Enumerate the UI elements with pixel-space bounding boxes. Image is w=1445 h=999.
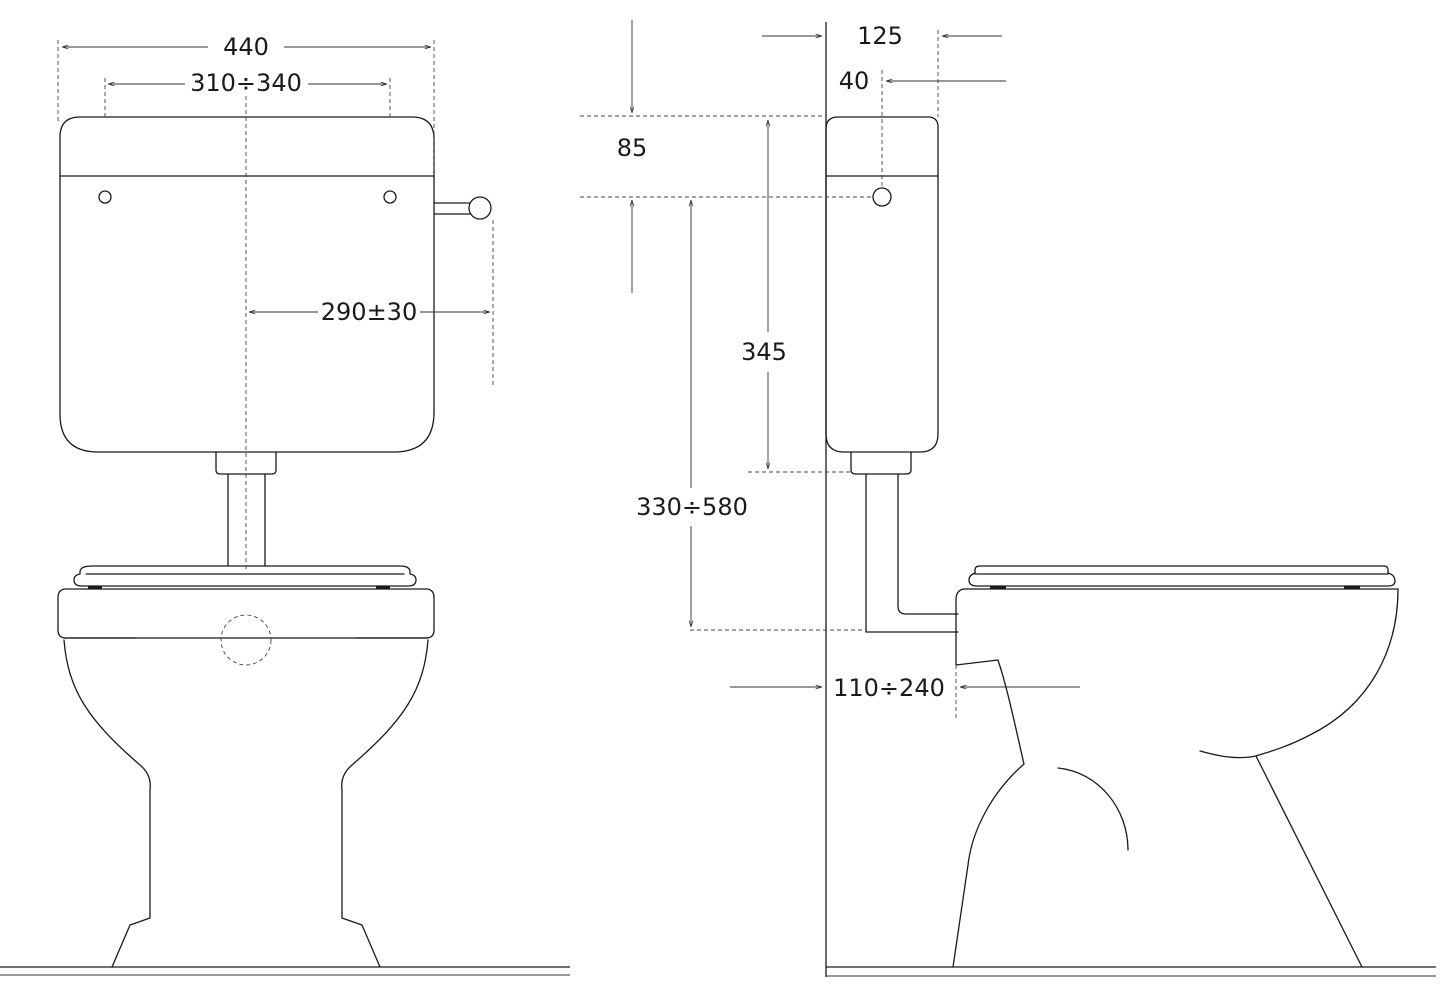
dim-outlet-from-wall: 110÷240 <box>730 674 1080 702</box>
dim-fixing-holes: 310÷340 <box>108 69 387 97</box>
outlet-circle <box>220 614 272 666</box>
label-hole-from-wall: 40 <box>839 67 870 95</box>
dim-lever-offset: 290±30 <box>249 298 490 326</box>
side-bowl <box>952 588 1399 968</box>
dim-tank-depth: 125 <box>762 22 1002 50</box>
front-seat <box>73 565 417 589</box>
dim-hole-from-top: 85 <box>617 20 648 293</box>
flush-lever <box>433 196 492 220</box>
fixing-hole-left <box>98 190 112 204</box>
label-lever-offset: 290±30 <box>321 298 417 326</box>
label-tank-above-bowl: 330÷580 <box>636 493 748 521</box>
front-cistern <box>59 116 492 453</box>
label-tank-height: 345 <box>741 338 787 366</box>
front-view: 440 310÷340 290±30 <box>0 33 570 976</box>
label-fixing-holes: 310÷340 <box>190 69 302 97</box>
dim-hole-from-wall: 40 <box>839 67 1006 95</box>
label-hole-from-top: 85 <box>617 134 648 162</box>
side-seat <box>968 565 1396 589</box>
side-cistern <box>825 116 939 453</box>
seat-bumper-left <box>88 586 102 589</box>
fixing-hole-right <box>383 190 397 204</box>
side-flush-pipe <box>850 451 959 633</box>
seat-bumper-right <box>376 586 390 589</box>
front-floor <box>0 966 570 976</box>
label-tank-width: 440 <box>223 33 269 61</box>
dim-tank-height: 345 <box>741 120 787 469</box>
dim-tank-width: 440 <box>62 33 431 61</box>
side-view: 125 40 85 345 330÷580 110÷2 <box>580 20 1436 977</box>
side-floor <box>826 966 1436 977</box>
front-bowl-rim <box>57 588 435 666</box>
label-outlet-from-wall: 110÷240 <box>833 674 945 702</box>
label-tank-depth: 125 <box>857 22 903 50</box>
side-lever-hole <box>872 187 892 207</box>
front-pedestal <box>63 639 429 968</box>
dim-tank-above-bowl: 330÷580 <box>636 200 748 627</box>
